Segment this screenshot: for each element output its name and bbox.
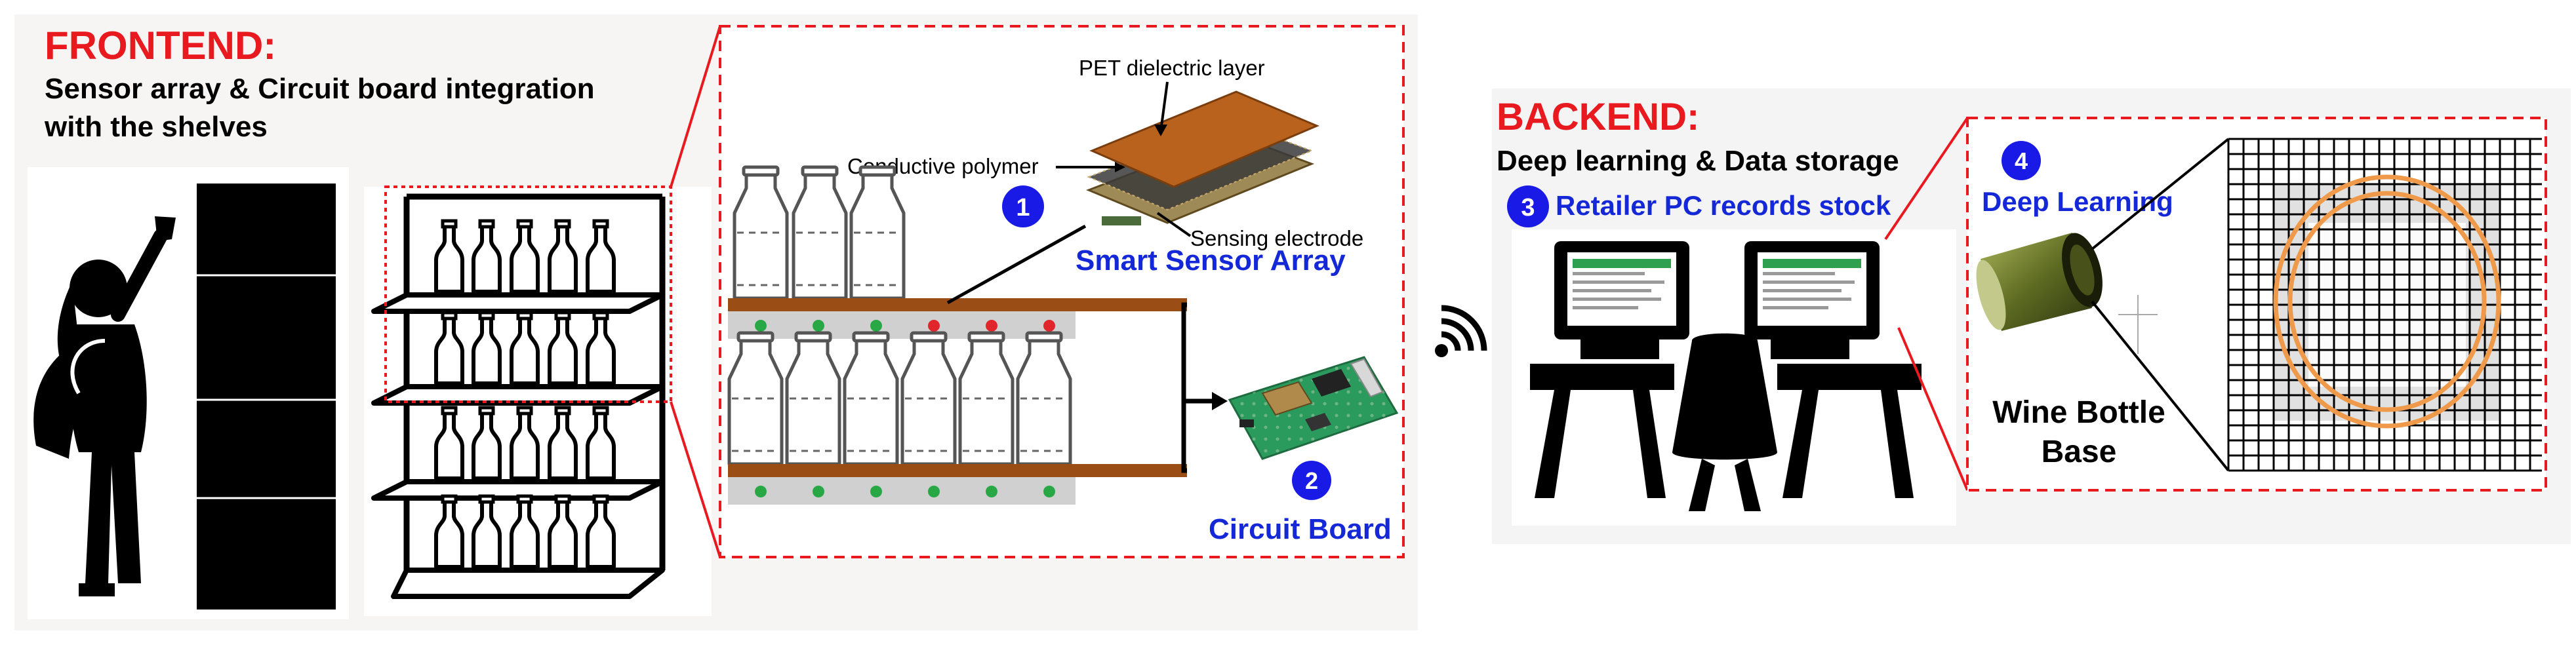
badge-3 (1507, 185, 1549, 227)
wireless-signal-icon (1435, 305, 1487, 357)
electrode-label-pointer (1156, 212, 1192, 237)
pet-label-pointer (1159, 81, 1169, 132)
led-bottom-6 (1043, 486, 1055, 497)
deep-learning-label: Deep Learning (1982, 186, 2173, 217)
led-bottom-4 (928, 486, 940, 497)
bottle-shelf-icon (364, 185, 712, 616)
led-top-3 (870, 320, 882, 332)
badge-2-number: 2 (1305, 467, 1318, 494)
led-bottom-3 (870, 486, 882, 497)
badge-4 (2002, 141, 2041, 180)
led-top-2 (813, 320, 824, 332)
tall-shelf-silhouette (197, 184, 336, 610)
desk-right (1777, 364, 1922, 390)
shelf-wiring (1181, 302, 1187, 473)
led-top-6 (1043, 320, 1055, 332)
shopper-figure (28, 167, 349, 619)
wine-bottle-label-line1: Wine Bottle (1992, 395, 2165, 430)
led-bottom-2 (813, 486, 824, 497)
sensor-array-pointer (946, 224, 1087, 305)
badge-4-number: 4 (2015, 147, 2028, 174)
pet-dielectric-label: PET dielectric layer (1079, 56, 1265, 80)
frontend-subtitle-line1: Sensor array & Circuit board integration (45, 73, 595, 105)
led-top-4 (928, 320, 940, 332)
sensing-electrode-label: Sensing electrode (1190, 226, 1363, 250)
zoomed-shelf-detail: PET dielectric layer Conductive polymer … (719, 25, 1405, 558)
circuit-board-label: Circuit Board (1209, 513, 1392, 545)
frontend-subtitle-line2: with the shelves (44, 111, 268, 143)
bottle-base-ring-outer (2273, 174, 2501, 429)
pet-layer (1089, 90, 1319, 188)
shelf-top (728, 167, 1187, 339)
backend-zoom-line-top (1884, 117, 1969, 241)
wire-arrow (1212, 392, 1228, 410)
led-top-1 (755, 320, 767, 332)
backend-subtitle: Deep learning & Data storage (1497, 145, 1899, 177)
led-bottom-1 (755, 486, 767, 497)
wine-bottle-photo (1971, 222, 2187, 371)
bottle-to-grid-line-bottom (2091, 300, 2230, 472)
circuit-board-image (1228, 356, 1399, 460)
backend-zoom-line-bottom (1897, 327, 1969, 491)
badge-1 (1002, 185, 1044, 227)
retailer-pc-label: Retailer PC records stock (1556, 190, 1891, 221)
led-top-5 (986, 320, 997, 332)
zoom-line-top (670, 26, 721, 187)
smart-sensor-array-label: Smart Sensor Array (1076, 244, 1346, 277)
bottle-base-ring-inner (2287, 191, 2487, 412)
deep-learning-detail: 4 Deep Learning Wine Bottle Base (1966, 117, 2547, 492)
badge-2 (1292, 461, 1331, 500)
led-bottom-5 (986, 486, 997, 497)
badge-1-number: 1 (1016, 194, 1030, 222)
wine-bottle-label-line2: Base (2042, 435, 2117, 469)
badge-3-number: 3 (1521, 194, 1535, 222)
shelf-bottom (728, 333, 1187, 505)
sensor-layers-illustration (1082, 90, 1319, 246)
frontend-panel: FRONTEND: Sensor array & Circuit board i… (14, 14, 1418, 630)
sensor-pressure-grid (2227, 138, 2542, 472)
zoom-selection-box (384, 185, 672, 403)
bottle-to-grid-line-top (2091, 138, 2230, 250)
backend-panel: BACKEND: Deep learning & Data storage 3 … (1492, 88, 2571, 544)
frontend-title: FRONTEND: (45, 24, 276, 68)
backend-title: BACKEND: (1497, 96, 1699, 138)
zoom-line-bottom (670, 401, 721, 558)
chair (1672, 333, 1777, 460)
desk-left (1530, 364, 1674, 390)
retailer-computers-illustration (1512, 229, 1956, 526)
